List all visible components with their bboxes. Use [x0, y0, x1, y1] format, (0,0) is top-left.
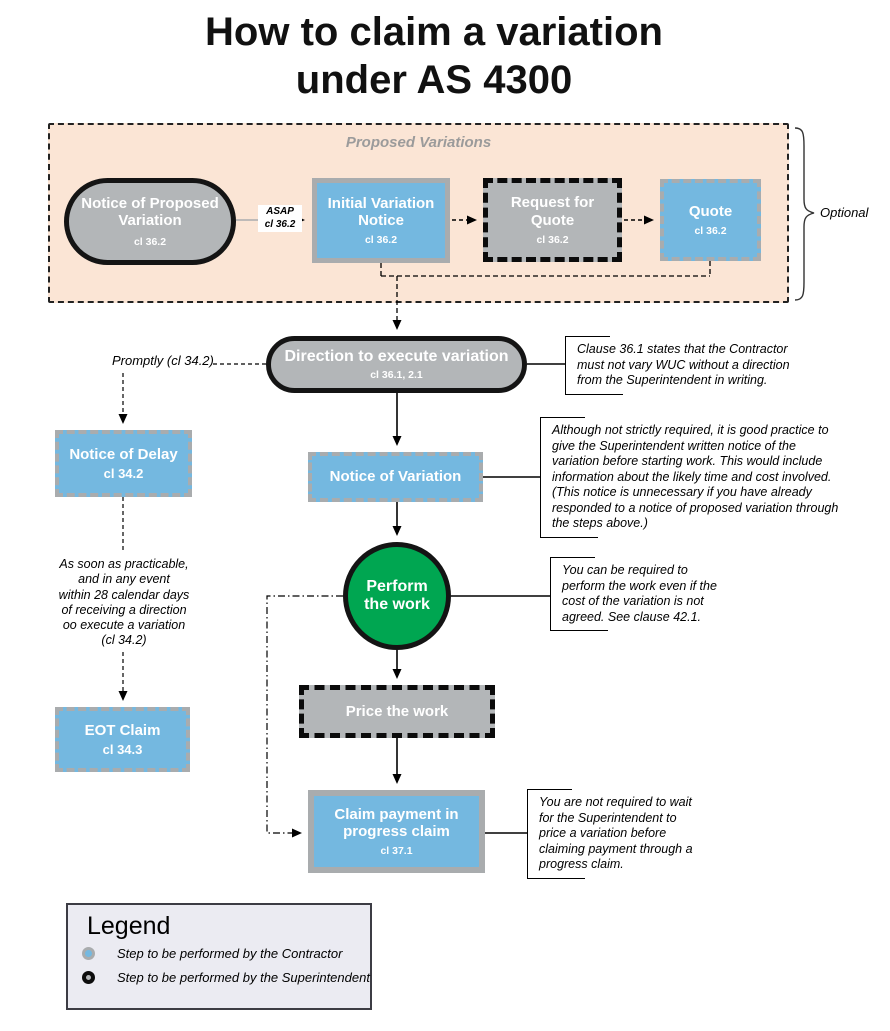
node-direction-to-execute-variation: Direction to execute variation cl 36.1, …	[266, 336, 527, 393]
node-title: Quote	[688, 202, 733, 220]
node-title: Claim payment in progress claim	[334, 805, 459, 840]
node-title: Direction to execute variation	[284, 348, 509, 366]
node-initial-variation-notice: Initial Variation Notice cl 36.2	[312, 178, 450, 263]
node-notice-of-proposed-variation: Notice of Proposed Variation cl 36.2	[64, 178, 236, 265]
note-direction-clause: Clause 36.1 states that the Contractor m…	[565, 336, 857, 395]
node-quote: Quote cl 36.2	[660, 179, 761, 261]
node-title: Request for Quote	[510, 194, 595, 229]
proposed-variations-label: Proposed Variations	[345, 134, 492, 151]
contractor-step-icon	[82, 947, 95, 960]
node-title: Notice of Variation	[329, 468, 462, 486]
node-perform-the-work: Perform the work	[343, 542, 451, 650]
node-price-the-work: Price the work	[299, 685, 495, 738]
node-eot-claim: EOT Claim cl 34.3	[55, 707, 190, 772]
legend-item-label: Step to be performed by the Contractor	[117, 946, 343, 961]
node-title: Initial Variation Notice	[327, 194, 435, 229]
node-clause: cl 37.1	[380, 845, 413, 858]
note-notice-of-variation: Although not strictly required, it is go…	[540, 417, 888, 538]
note-perform-work: You can be required to perform the work …	[550, 557, 774, 631]
legend-item-superintendent: Step to be performed by the Superintende…	[82, 970, 370, 985]
optional-brace	[794, 127, 815, 301]
page-title: How to claim a variation under AS 4300	[205, 10, 663, 102]
node-clause: cl 34.2	[103, 465, 144, 481]
node-title: Notice of Delay	[69, 446, 178, 464]
node-request-for-quote: Request for Quote cl 36.2	[483, 178, 622, 262]
node-clause: cl 36.2	[133, 236, 167, 249]
node-clause: cl 36.2	[364, 234, 398, 247]
node-title: Perform the work	[364, 577, 430, 613]
node-title: EOT Claim	[84, 722, 161, 740]
promptly-label: Promptly (cl 34.2)	[112, 353, 214, 368]
superintendent-step-icon	[82, 971, 95, 984]
node-clause: cl 36.1, 2.1	[370, 368, 423, 381]
node-claim-payment-in-progress-claim: Claim payment in progress claim cl 37.1	[308, 790, 485, 873]
node-clause: cl 36.2	[536, 233, 569, 246]
legend-item-label: Step to be performed by the Superintende…	[117, 970, 370, 985]
node-title: Price the work	[345, 702, 449, 720]
interval-annotation: As soon as practicable, and in any event…	[58, 557, 190, 648]
node-notice-of-variation: Notice of Variation	[308, 452, 483, 502]
legend-item-contractor: Step to be performed by the Contractor	[82, 946, 370, 961]
legend-title: Legend	[87, 912, 171, 940]
legend-box: Legend Step to be performed by the Contr…	[66, 903, 372, 1010]
note-claim-payment: You are not required to wait for the Sup…	[527, 789, 751, 879]
node-notice-of-delay: Notice of Delay cl 34.2	[55, 430, 192, 497]
node-clause: cl 34.3	[102, 741, 143, 757]
asap-arrow-label: ASAP cl 36.2	[258, 205, 302, 232]
optional-label: Optional	[820, 205, 869, 220]
node-clause: cl 36.2	[694, 225, 727, 238]
node-title: Notice of Proposed Variation	[81, 194, 219, 229]
